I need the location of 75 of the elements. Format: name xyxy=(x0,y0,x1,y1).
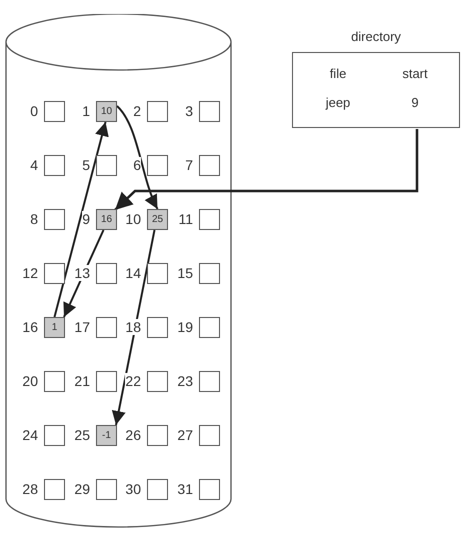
disk-block xyxy=(96,317,117,338)
disk-block xyxy=(147,371,168,392)
block-number: 28 xyxy=(22,481,38,497)
disk-block xyxy=(147,263,168,284)
disk-block: 10 xyxy=(96,101,117,122)
disk-block xyxy=(147,101,168,122)
block-number: 19 xyxy=(177,319,193,335)
block-number: 6 xyxy=(133,157,141,173)
block-number: 26 xyxy=(125,427,141,443)
disk-block xyxy=(44,371,65,392)
block-number: 22 xyxy=(125,373,141,389)
arrow xyxy=(63,230,104,318)
arrow xyxy=(54,122,109,318)
disk-block: 25 xyxy=(147,209,168,230)
table-cell-text: jeep xyxy=(324,95,352,110)
block-number: 15 xyxy=(177,265,193,281)
block-number: 1 xyxy=(82,103,90,119)
disk-block xyxy=(96,263,117,284)
disk-block xyxy=(147,317,168,338)
block-number: 21 xyxy=(74,373,90,389)
block-number: 23 xyxy=(177,373,193,389)
block-number: 20 xyxy=(22,373,38,389)
disk-block xyxy=(199,155,220,176)
disk-block xyxy=(199,101,220,122)
disk-block: -1 xyxy=(96,425,117,446)
disk-block xyxy=(147,155,168,176)
block-number: 2 xyxy=(133,103,141,119)
disk-block xyxy=(147,425,168,446)
disk-block xyxy=(199,317,220,338)
block-number: 10 xyxy=(125,211,141,227)
block-number: 11 xyxy=(178,211,193,227)
disk-block xyxy=(96,371,117,392)
block-number: 9 xyxy=(82,211,90,227)
block-number: 16 xyxy=(22,319,38,335)
table-cell-text: start xyxy=(401,66,429,81)
disk-block xyxy=(44,101,65,122)
block-number: 14 xyxy=(125,265,141,281)
disk-block xyxy=(44,263,65,284)
table-title: directory xyxy=(350,29,402,44)
arrow xyxy=(116,105,158,210)
disk-block: 16 xyxy=(96,209,117,230)
block-number: 18 xyxy=(125,319,141,335)
block-number: 13 xyxy=(74,265,90,281)
arrow xyxy=(114,129,418,211)
block-number: 4 xyxy=(30,157,38,173)
disk-block xyxy=(199,425,220,446)
block-number: 25 xyxy=(74,427,90,443)
block-number: 5 xyxy=(82,157,90,173)
block-number: 0 xyxy=(30,103,38,119)
arrow xyxy=(112,230,156,426)
disk-block xyxy=(199,371,220,392)
disk-block xyxy=(147,479,168,500)
disk-block xyxy=(44,479,65,500)
disk-block: 1 xyxy=(44,317,65,338)
disk-block xyxy=(44,155,65,176)
disk-block xyxy=(44,425,65,446)
disk-block xyxy=(199,263,220,284)
disk-block xyxy=(96,479,117,500)
block-number: 30 xyxy=(125,481,141,497)
block-number: 17 xyxy=(74,319,90,335)
block-number: 31 xyxy=(177,481,193,497)
disk-block xyxy=(44,209,65,230)
block-number: 8 xyxy=(30,211,38,227)
disk-cylinder xyxy=(5,14,232,528)
block-number: 3 xyxy=(185,103,193,119)
disk-block xyxy=(96,155,117,176)
table-cell-text: 9 xyxy=(410,95,420,110)
block-number: 24 xyxy=(22,427,38,443)
block-number: 12 xyxy=(22,265,38,281)
disk-block xyxy=(199,479,220,500)
block-number: 27 xyxy=(177,427,193,443)
disk-block xyxy=(199,209,220,230)
block-number: 7 xyxy=(185,157,193,173)
block-number: 29 xyxy=(74,481,90,497)
table-cell-text: file xyxy=(328,66,348,81)
